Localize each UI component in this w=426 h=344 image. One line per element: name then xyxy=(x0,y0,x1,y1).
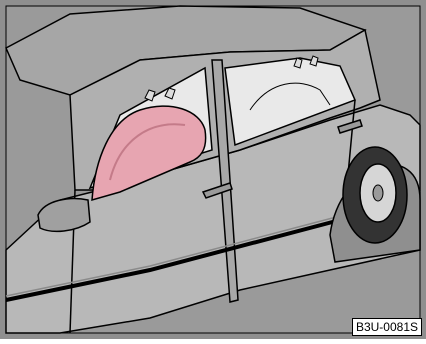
rear-wheel xyxy=(343,147,407,243)
figure-code-label: B3U-0081S xyxy=(352,318,422,336)
